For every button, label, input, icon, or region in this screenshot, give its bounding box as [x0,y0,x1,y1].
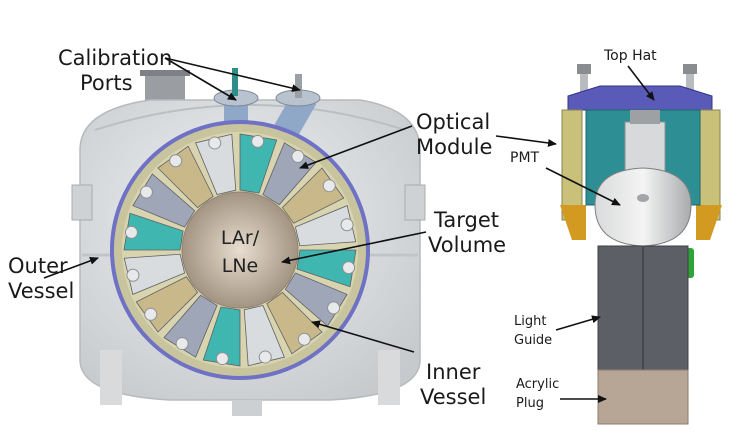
top-hat-label: Top Hat [604,48,657,64]
pmt-bulb [251,134,265,148]
inner-vessel-line-2: Vessel [420,385,487,409]
optical-module-segment [239,133,278,194]
target-volume-line-2: Volume [428,233,507,257]
label-arrows [43,57,655,403]
calibration-ports-line-1: Calibration [58,46,173,70]
optical-module-segment [202,306,241,367]
optical-module-line-1: Optical [416,110,491,134]
optical-module-segment [294,205,357,247]
core-line-1: LAr/ [220,227,260,249]
pmt-bulb [144,307,158,321]
outer-vessel-label: Outer Vessel [8,254,74,304]
pmt-bulb [258,350,272,364]
calibration-ports-label: Calibration Ports [58,46,172,96]
pmt-bulb [208,136,222,150]
pmt-bulb [340,218,354,232]
pmt-bulb [291,149,305,163]
outer-vessel-line-2: Vessel [8,279,75,303]
light-guide-line-1: Light [514,314,547,329]
optical-module-label: Optical Module [416,110,492,160]
light-guide-line-2: Guide [514,333,553,348]
target-volume-shape [181,191,299,309]
target-volume-label: Target Volume [428,208,506,258]
pmt-bulb [124,225,138,239]
pmt-bulb [126,268,140,282]
pmt-bulb [327,301,341,315]
pmt-bulb [175,337,189,351]
acrylic-plug-label: Acrylic Plug [516,375,559,413]
calibration-ports-line-2: Ports [80,71,133,95]
optical-module-segment [243,304,285,367]
pmt-bulb [342,261,356,275]
core-line-2: LNe [221,255,259,277]
light-guide-label: Light Guide [514,312,552,350]
target-volume-line-1: Target [434,208,499,232]
inner-vessel-line-1: Inner [426,360,481,384]
pmt-bulb [215,352,229,366]
acrylic-plug-line-1: Acrylic [516,377,560,392]
inner-vessel-label: Inner Vessel [420,360,486,410]
pmt-bulb [139,185,153,199]
pmt-bulb [169,154,183,168]
optical-module-segment [123,212,184,251]
core-label: LAr/ LNe [210,224,270,280]
optical-module-segment [123,253,186,295]
pmt-bulb [297,332,311,346]
optical-module-segment [195,133,237,196]
optical-module-line-2: Module [416,135,493,159]
outer-vessel-line-1: Outer [8,254,68,278]
optical-module-illustration [560,64,722,425]
pmt-label: PMT [510,150,540,166]
pmt-bulb [322,179,336,193]
acrylic-plug-line-2: Plug [516,396,544,411]
